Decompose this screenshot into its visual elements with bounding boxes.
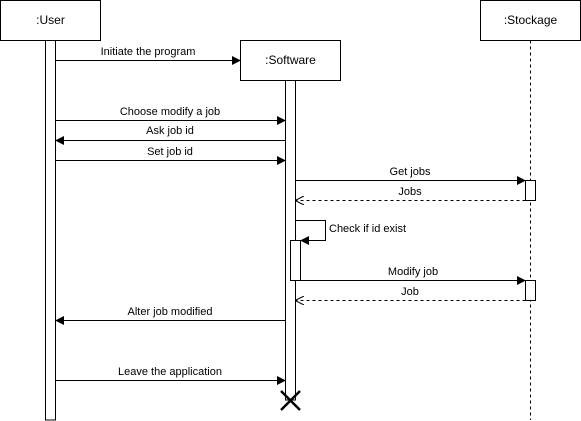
message-choose-modify: Choose modify a job: [55, 106, 286, 125]
message-label: Modify job: [388, 266, 438, 278]
activation-stockage-get: [525, 180, 536, 201]
message-label: Jobs: [398, 186, 422, 198]
message-leave-app: Leave the application: [55, 366, 286, 385]
message-label: Set job id: [147, 146, 193, 158]
participant-software-box: [240, 40, 341, 81]
message-label: Leave the application: [118, 366, 222, 378]
participant-stockage-label: :Stockage: [504, 13, 558, 27]
participant-user-box: [0, 0, 101, 41]
message-ask-id: Ask job id: [55, 125, 286, 145]
message-modify-job: Modify job: [300, 266, 526, 285]
participant-user: :User: [0, 0, 101, 421]
message-check-exist: Check if id exist: [295, 220, 406, 245]
participant-stockage: :Stockage: [480, 0, 581, 420]
activation-user: [45, 40, 56, 421]
destroy-marker-icon: [280, 390, 301, 411]
activation-stockage-modify: [525, 280, 536, 301]
participant-software-label: :Software: [265, 53, 316, 67]
message-set-id: Set job id: [55, 146, 286, 165]
message-label: Choose modify a job: [120, 106, 220, 118]
message-arrow: [295, 220, 326, 245]
message-label: Check if id exist: [329, 223, 406, 235]
message-jobs-return: Jobs: [296, 186, 526, 201]
participant-software: :Software: [240, 40, 341, 411]
message-label: Alter job modified: [128, 306, 213, 318]
message-label: Get jobs: [390, 166, 431, 178]
participant-user-label: :User: [36, 13, 65, 27]
message-alter-modified: Alter job modified: [55, 306, 286, 325]
message-initiate: Initiate the program: [55, 46, 241, 65]
message-job-return: Job: [296, 286, 526, 301]
activation-software-self: [290, 240, 301, 281]
message-label: Ask job id: [146, 125, 194, 137]
message-get-jobs: Get jobs: [295, 166, 526, 185]
message-label: Initiate the program: [101, 46, 196, 58]
message-label: Job: [401, 286, 419, 298]
